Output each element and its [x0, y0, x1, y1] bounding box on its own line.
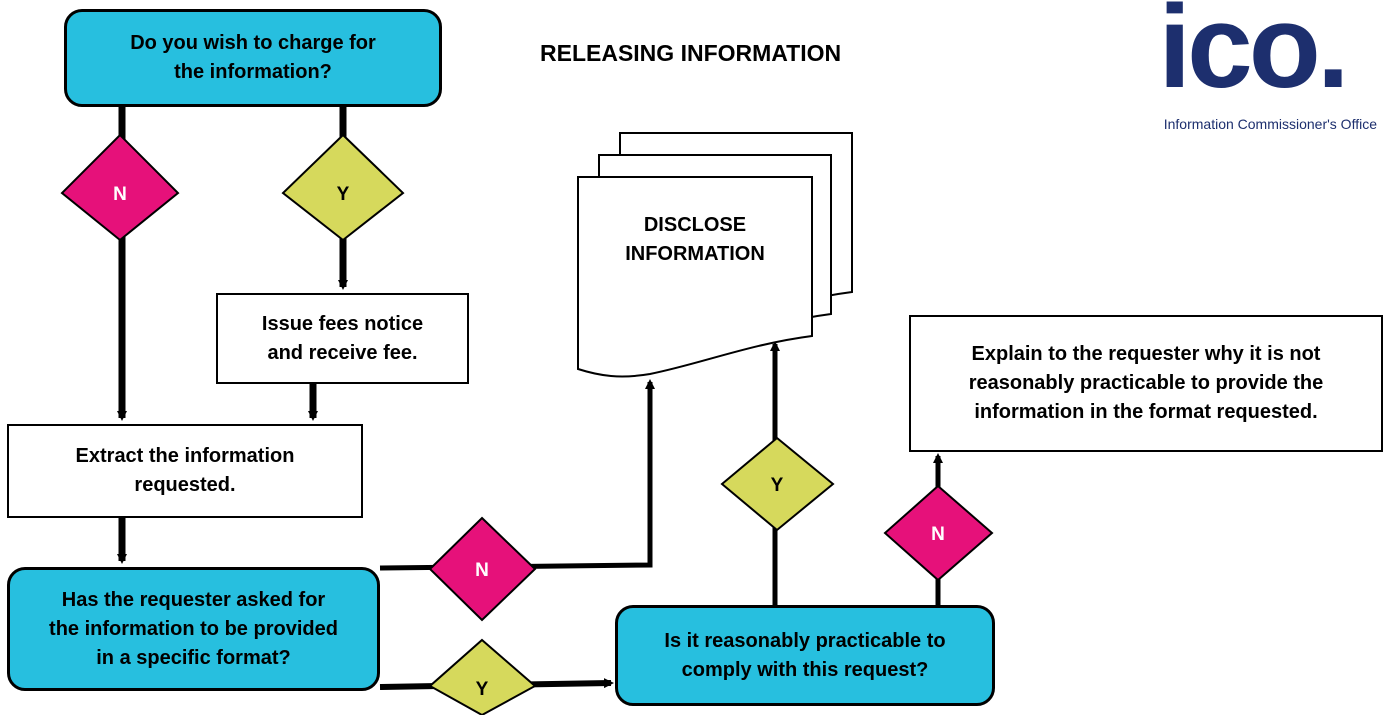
explain-box: Explain to the requester why it is not r… — [909, 315, 1383, 452]
disclose-label-box: DISCLOSE INFORMATION — [590, 205, 800, 275]
disclose-label: DISCLOSE INFORMATION — [625, 214, 765, 265]
format-question-box: Has the requester asked for the informat… — [7, 567, 380, 691]
extract-box: Extract the information requested. — [7, 424, 363, 518]
disclose-document-stack — [577, 132, 853, 378]
diamond-practicable-no: N — [883, 484, 994, 582]
ico-logo-subtitle: Information Commissioner's Office — [1163, 116, 1377, 132]
svg-text:Y: Y — [771, 475, 784, 496]
explain-label: Explain to the requester why it is not r… — [968, 343, 1324, 423]
svg-text:N: N — [475, 560, 489, 581]
diamond-format-no: N — [428, 516, 537, 622]
diamond-practicable-yes: Y — [720, 436, 835, 532]
charge-question-label: Do you wish to charge for the informatio… — [130, 32, 376, 83]
ico-logo-mark: ico. — [1158, 0, 1349, 113]
extract-label: Extract the information requested. — [75, 445, 295, 496]
charge-question-box: Do you wish to charge for the informatio… — [64, 9, 442, 107]
document-sheet-front — [577, 176, 813, 378]
svg-text:Y: Y — [476, 679, 489, 700]
practicable-question-box: Is it reasonably practicable to comply w… — [615, 605, 995, 706]
svg-text:N: N — [113, 184, 127, 205]
diamond-charge-no: N — [60, 133, 180, 242]
svg-text:N: N — [931, 524, 945, 545]
diamond-format-yes: Y — [428, 638, 537, 715]
svg-text:Y: Y — [337, 184, 350, 205]
ico-logo: ico. Information Commissioner's Office — [1127, 0, 1377, 135]
page-title: RELEASING INFORMATION — [540, 40, 842, 66]
fees-notice-label: Issue fees notice and receive fee. — [261, 312, 424, 364]
fees-notice-box: Issue fees notice and receive fee. — [216, 293, 469, 384]
practicable-question-label: Is it reasonably practicable to comply w… — [664, 629, 946, 681]
connector-format-no — [379, 379, 655, 571]
diamond-charge-yes: Y — [281, 133, 405, 242]
format-question-label: Has the requester asked for the informat… — [49, 588, 338, 669]
